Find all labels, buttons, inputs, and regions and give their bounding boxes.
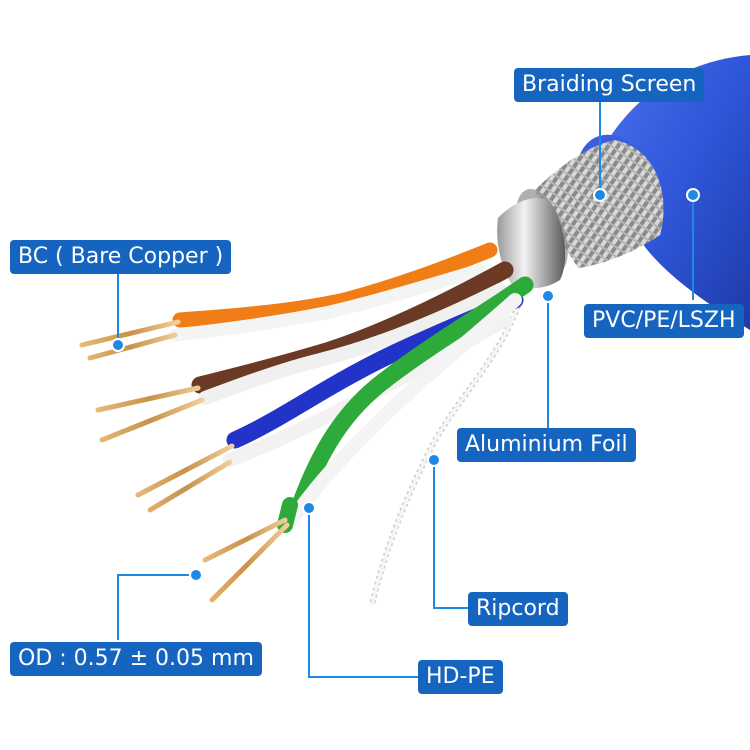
- leader-od: [117, 574, 196, 640]
- jacket-body: [608, 55, 750, 330]
- aluminium-foil: [497, 198, 566, 289]
- label-hd-pe: HD-PE: [418, 660, 503, 694]
- label-ripcord: Ripcord: [468, 592, 568, 626]
- dot-foil: [541, 289, 555, 303]
- copper-brown: [95, 385, 205, 443]
- leader-ripcord: [433, 460, 468, 609]
- pair-brown-insulation: [191, 261, 514, 394]
- dot-bare-copper: [111, 338, 125, 352]
- label-braiding-screen: Braiding Screen: [514, 68, 705, 102]
- label-aluminium-foil: Aluminium Foil: [457, 428, 636, 462]
- copper-blue: [135, 443, 235, 513]
- label-jacket-material: PVC/PE/LSZH: [584, 304, 744, 338]
- copper-green: [202, 517, 290, 603]
- copper-orange: [79, 319, 181, 361]
- pair-green-insulation: [291, 276, 534, 514]
- label-bare-copper: BC ( Bare Copper ): [10, 240, 232, 274]
- braiding-screen: [535, 140, 664, 268]
- pair-orange-insulation: [172, 242, 498, 328]
- leader-dots: [111, 188, 700, 582]
- label-conductor-od: OD : 0.57 ± 0.05 mm: [10, 642, 262, 676]
- dot-od: [189, 568, 203, 582]
- dot-braiding: [593, 188, 607, 202]
- dot-hdpe: [302, 501, 316, 515]
- dot-jacket: [686, 188, 700, 202]
- dot-ripcord: [427, 453, 441, 467]
- leader-hdpe: [308, 508, 418, 678]
